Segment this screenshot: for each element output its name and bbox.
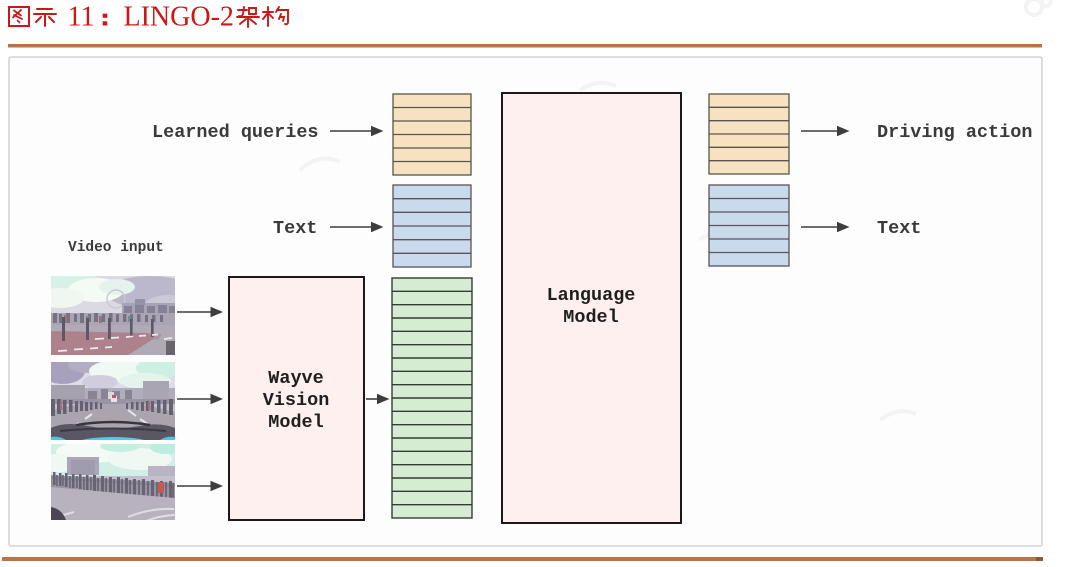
svg-text:Learned queries: Learned queries (152, 122, 319, 143)
svg-text:Wayve: Wayve (268, 368, 324, 389)
svg-text:Vision: Vision (263, 390, 330, 411)
svg-text:11: 11 (68, 2, 95, 33)
svg-text:Model: Model (268, 412, 324, 433)
svg-text:Model: Model (563, 307, 619, 328)
svg-text:Text: Text (273, 218, 317, 239)
svg-text:Video input: Video input (68, 240, 164, 256)
svg-text:Language: Language (547, 285, 636, 306)
svg-text:Driving action: Driving action (877, 122, 1032, 143)
svg-text:LINGO-2: LINGO-2 (124, 2, 234, 33)
svg-text:Text: Text (877, 218, 921, 239)
